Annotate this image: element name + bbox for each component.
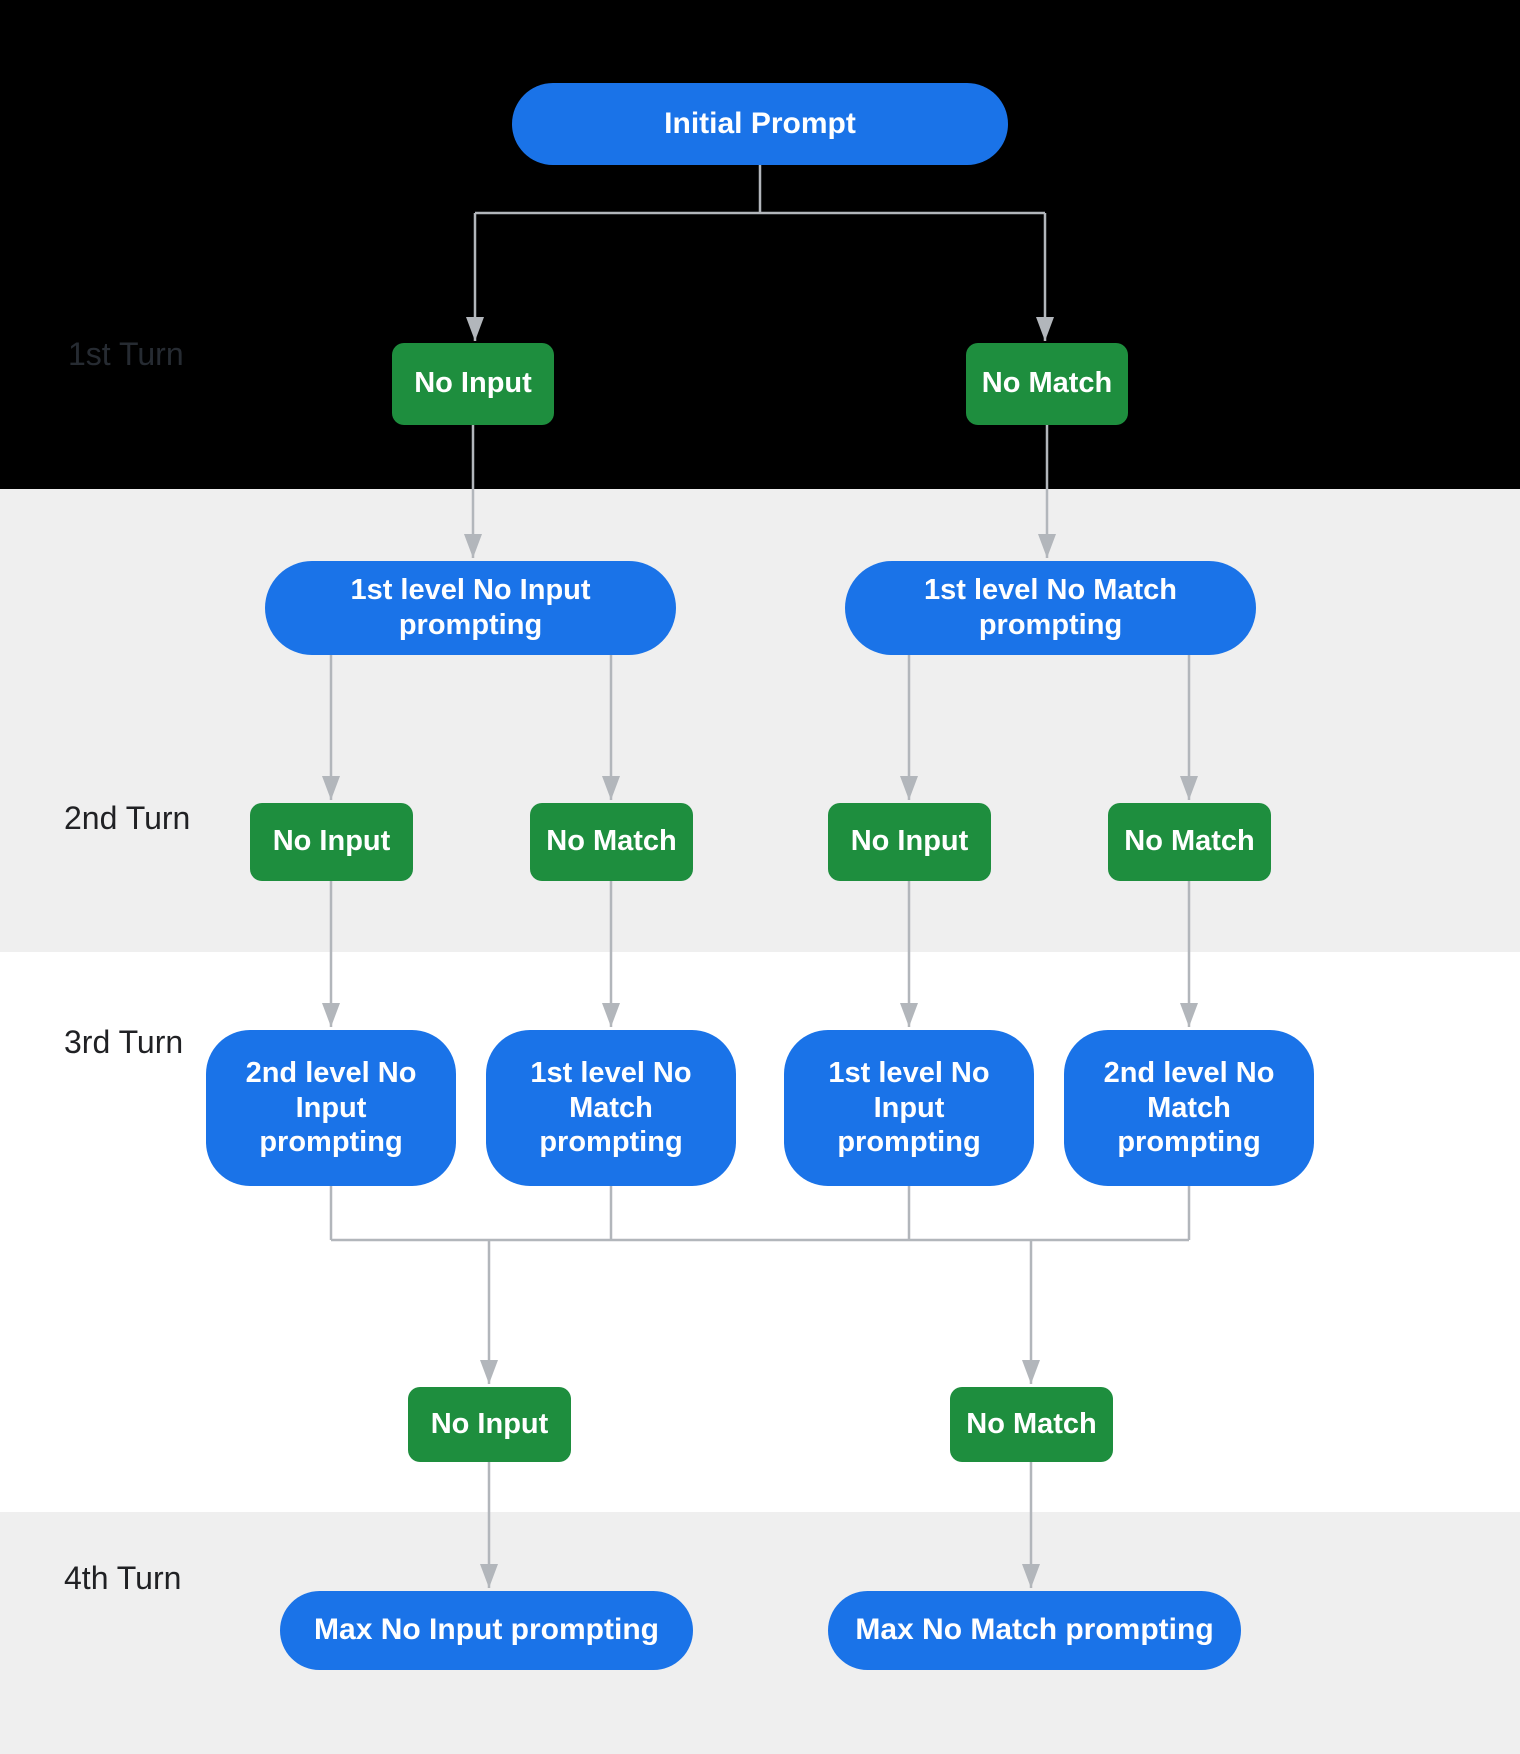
node-level1-no-match-prompting: 1st level No Match prompting (845, 561, 1256, 655)
node-max-no-input-prompting: Max No Input prompting (280, 1591, 693, 1670)
node-turn2-no-input-right: No Input (828, 803, 991, 881)
turn-2-label: 2nd Turn (64, 800, 191, 836)
band-turn-1 (0, 0, 1520, 489)
node-level2-no-input-prompting: 2nd level No Input prompting (206, 1030, 456, 1186)
node-turn2-no-match-right: No Match (1108, 803, 1271, 881)
node-max-no-match-prompting: Max No Match prompting (828, 1591, 1241, 1670)
node-turn2-no-match-left: No Match (530, 803, 693, 881)
band-turn-2 (0, 489, 1520, 952)
node-turn3-no-match: No Match (950, 1387, 1113, 1462)
node-turn1-no-match: No Match (966, 343, 1128, 425)
node-level1-no-match-prompting-2: 1st level No Match prompting (486, 1030, 736, 1186)
turn-4-label: 4th Turn (64, 1560, 182, 1596)
node-turn3-no-input: No Input (408, 1387, 571, 1462)
band-turn-4 (0, 1512, 1520, 1754)
node-level2-no-match-prompting: 2nd level No Match prompting (1064, 1030, 1314, 1186)
node-turn1-no-input: No Input (392, 343, 554, 425)
node-initial-prompt: Initial Prompt (512, 83, 1008, 165)
node-turn2-no-input-left: No Input (250, 803, 413, 881)
node-level1-no-input-prompting: 1st level No Input prompting (265, 561, 676, 655)
turn-3-label: 3rd Turn (64, 1024, 184, 1060)
turn-1-label: 1st Turn (68, 336, 184, 372)
node-level1-no-input-prompting-2: 1st level No Input prompting (784, 1030, 1034, 1186)
